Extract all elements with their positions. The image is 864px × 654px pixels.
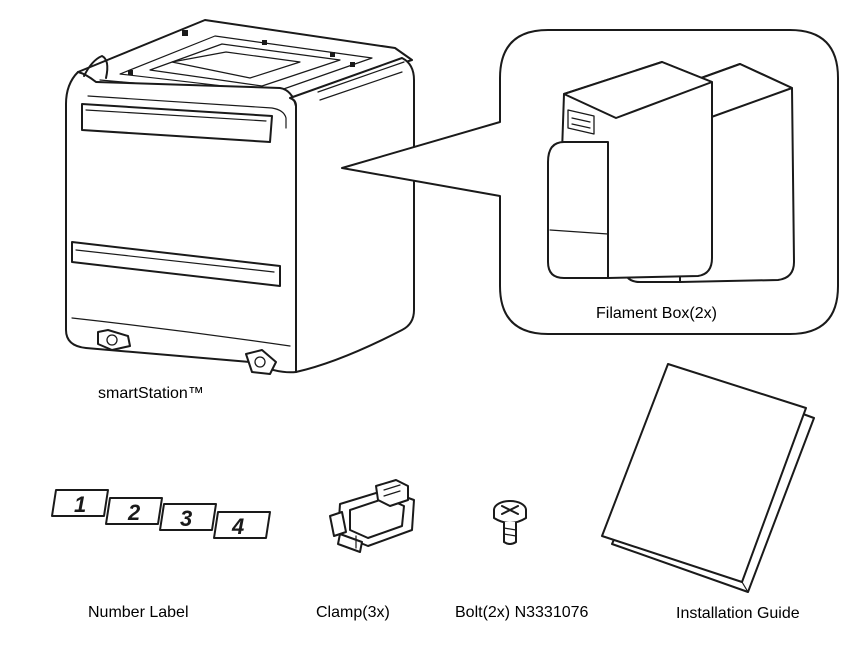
number-label-4-text: 4 — [231, 514, 244, 539]
number-label-4: 4 — [213, 511, 271, 539]
number-label-3: 3 — [159, 503, 217, 531]
installation-guide-booklet — [601, 363, 815, 593]
number-label-strip: 1 2 3 4 — [51, 489, 271, 539]
number-label-1-text: 1 — [74, 492, 86, 517]
clamp-caption: Clamp(3x) — [316, 604, 390, 621]
number-label-2: 2 — [105, 497, 163, 525]
number-label-3-text: 3 — [180, 506, 192, 531]
smartstation-caption: smartStation™ — [98, 385, 204, 402]
bolt-part — [493, 500, 527, 545]
clamp-part — [329, 479, 415, 553]
filament-box-front — [547, 61, 713, 279]
filament-box-callout — [341, 29, 839, 335]
filament-box-caption: Filament Box(2x) — [596, 305, 717, 322]
number-label-2-text: 2 — [127, 500, 141, 525]
installation-guide-caption: Installation Guide — [676, 605, 800, 622]
bolt-caption: Bolt(2x) N3331076 — [455, 604, 589, 621]
smartstation-cabinet — [65, 19, 415, 375]
number-label-1: 1 — [51, 489, 109, 517]
number-label-caption: Number Label — [88, 604, 189, 621]
